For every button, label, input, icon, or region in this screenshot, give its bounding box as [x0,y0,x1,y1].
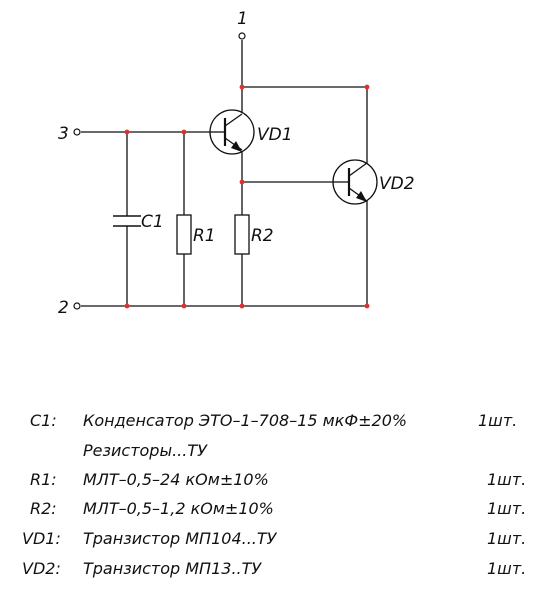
bom-ref: VD1: [22,529,61,548]
bom-row-r1: R1: МЛТ–0,5–24 кОм±10% 1шт. [0,470,560,496]
bom-desc: Транзистор МП104...ТУ [83,529,277,548]
resistor-r1 [176,214,192,255]
bom-desc: МЛТ–0,5–1,2 кОм±10% [83,499,274,518]
junction-dots [124,84,370,309]
transistor-vd2 [332,159,378,205]
transistor-vd1 [209,109,255,155]
bom-row-vd2: VD2: Транзистор МП13..ТУ 1шт. [0,559,560,585]
bom-qty: 1шт. [487,470,527,489]
vd2-label: VD2 [379,174,415,194]
bom-row-vd1: VD1: Транзистор МП104...ТУ 1шт. [0,529,560,555]
bom-qty: 1шт. [487,559,527,578]
bom-ref: VD2: [22,559,61,578]
wires [81,40,368,307]
terminal-2-circle [73,302,81,310]
vd1-label: VD1 [257,125,293,145]
circuit-schematic: 1 3 2 C1 R1 R2 VD1 VD2 [58,9,415,318]
bom-row-r2: R2: МЛТ–0,5–1,2 кОм±10% 1шт. [0,499,560,525]
bom-desc: Конденсатор ЭТО–1–708–15 мкФ±20% [83,411,408,430]
bom-qty: 1шт. [487,499,527,518]
bom-qty: 1шт. [478,411,518,430]
terminal-3-circle [73,128,81,136]
bom-desc: МЛТ–0,5–24 кОм±10% [83,470,269,489]
c1-label: C1 [141,212,164,232]
r1-label: R1 [193,226,216,246]
terminal-3-label: 3 [58,124,69,144]
r2-label: R2 [251,226,274,246]
bom-ref: C1: [30,411,57,430]
terminal-2-label: 2 [58,298,69,318]
bom-ref: R2: [30,499,57,518]
bom-desc: Транзистор МП13..ТУ [83,559,262,578]
terminal-1-label: 1 [237,9,248,29]
bom-row-c1: C1: Конденсатор ЭТО–1–708–15 мкФ±20% 1шт… [0,411,560,437]
capacitor-c1 [113,215,141,227]
bom-row-resistors: Резисторы...ТУ [0,441,560,467]
resistor-r2 [234,214,250,255]
terminal-1-circle [238,32,246,40]
bom-ref: R1: [30,470,57,489]
bom-qty: 1шт. [487,529,527,548]
bom-desc: Резисторы...ТУ [83,441,207,460]
